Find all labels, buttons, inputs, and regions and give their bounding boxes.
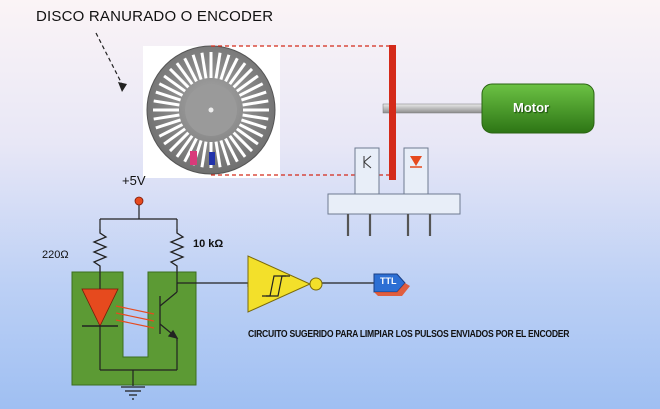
encoder-slot	[175, 135, 194, 158]
encoder-slot	[232, 67, 254, 89]
encoder-slot	[155, 90, 182, 102]
circuit-caption: CIRCUITO SUGERIDO PARA LIMPIAR LOS PULSO…	[248, 329, 570, 340]
supply-terminal	[134, 196, 144, 206]
encoder-slot	[224, 137, 239, 163]
encoder-slot	[214, 52, 222, 79]
encoder-slot	[214, 141, 222, 168]
encoder-slot	[163, 127, 186, 146]
encoder-slot	[200, 52, 208, 79]
output-label: TTL	[380, 276, 397, 286]
encoder-slot	[155, 118, 182, 130]
encoder-slot	[183, 57, 198, 83]
disc-edge	[389, 45, 396, 180]
encoder-slot	[238, 123, 264, 138]
resistor-led-label: 220Ω	[42, 249, 69, 261]
encoder-slot	[242, 99, 269, 107]
phototransistor-icon	[159, 283, 179, 341]
encoder-slot	[168, 131, 190, 153]
detector-marker	[209, 152, 215, 165]
circuit-wires	[99, 204, 374, 386]
resistor-pullup-label: 10 kΩ	[193, 238, 224, 250]
encoder-slot	[232, 131, 254, 153]
encoder-slot	[240, 118, 267, 130]
encoder-slot	[153, 99, 180, 107]
encoder-slot	[236, 74, 259, 93]
resistor-icon	[169, 229, 185, 271]
resistor-icon	[92, 229, 108, 271]
encoder-slot	[240, 90, 267, 102]
ground-icon	[121, 386, 145, 400]
encoder-slot	[242, 113, 269, 121]
encoder-slot	[183, 137, 198, 163]
title-pointer-arrow	[95, 32, 125, 89]
encoder-center-hole	[208, 107, 214, 113]
title-pointer-arrowhead	[118, 82, 127, 92]
emitter-marker	[190, 151, 197, 165]
encoder-slots	[153, 52, 269, 168]
encoder-slot	[238, 82, 264, 97]
led-icon	[81, 288, 155, 329]
encoder-slot	[158, 123, 184, 138]
encoder-slot	[163, 74, 186, 93]
encoder-slot	[224, 57, 239, 83]
optical-sensor	[327, 147, 461, 236]
encoder-slot	[153, 113, 180, 121]
encoder-slot	[175, 62, 194, 85]
encoder-slot	[200, 141, 208, 168]
encoder-slot	[219, 54, 231, 81]
supply-label: +5V	[122, 173, 146, 188]
output-connector-shadow	[374, 283, 410, 296]
motor-label: Motor	[513, 100, 550, 115]
encoder-slot	[168, 67, 190, 89]
motor-body	[481, 83, 595, 134]
encoder-slot	[191, 54, 203, 81]
encoder-slot	[228, 62, 247, 85]
schmitt-trigger-icon	[247, 255, 323, 313]
motor-shaft	[382, 103, 486, 114]
encoder-slot	[228, 135, 247, 158]
encoder-slot	[236, 127, 259, 146]
encoder-slot	[219, 139, 231, 166]
diagram-title: DISCO RANURADO O ENCODER	[36, 8, 274, 25]
encoder-slot	[158, 82, 184, 97]
